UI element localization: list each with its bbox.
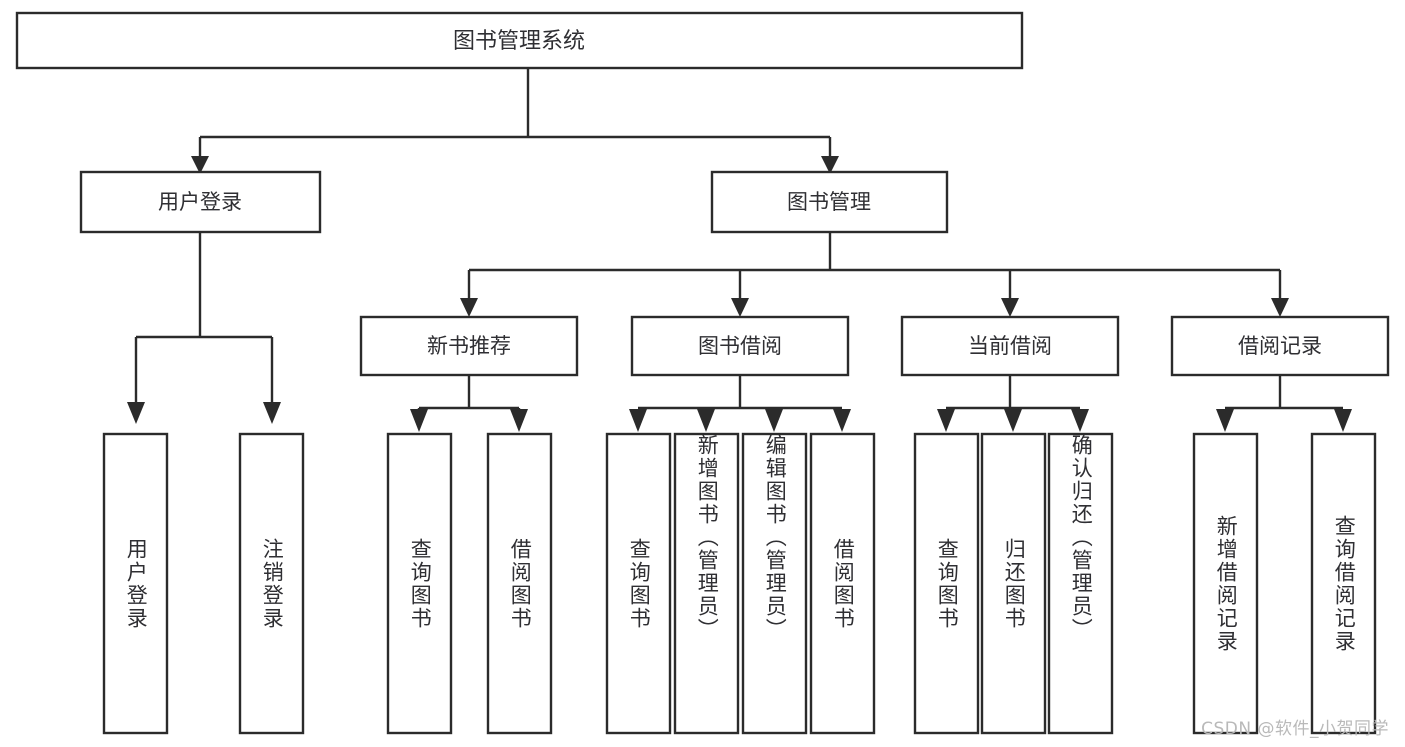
leaf-box-new-book-2[interactable] (486, 432, 553, 735)
node-root[interactable]: 图书管理系统 (15, 11, 1024, 70)
borrow-record-box[interactable] (1170, 315, 1390, 377)
connector-new-book-to-leaves (410, 375, 528, 432)
leaf-box-borrow-record-1[interactable] (1192, 432, 1259, 735)
root-label: 图书管理系统 (453, 29, 585, 54)
arrow-head-current-borrow (1001, 298, 1019, 317)
leaf-box-book-borrow-3[interactable] (741, 432, 808, 735)
arrow-head-bb-leaf-1 (629, 409, 647, 432)
book-management-label: 图书管理 (787, 190, 871, 214)
current-borrow-label: 当前借阅 (968, 334, 1052, 358)
arrow-head-cb-leaf-3 (1071, 409, 1089, 432)
arrow-head-br-leaf-1 (1216, 409, 1234, 432)
leaf-box-book-borrow-2[interactable] (673, 432, 740, 735)
connector-book-borrow-to-leaves (629, 375, 851, 432)
node-book-borrow[interactable]: 图书借阅 (630, 315, 850, 377)
arrow-head-book-mgmt (821, 156, 839, 174)
arrow-head-new-book (460, 298, 478, 317)
arrow-head-bb-leaf-2 (697, 409, 715, 432)
arrow-head-ul-leaf-2 (263, 402, 281, 424)
arrow-head-book-borrow (731, 298, 749, 317)
leaf-box-current-borrow-3[interactable] (1047, 432, 1114, 735)
current-borrow-box[interactable] (900, 315, 1120, 377)
book-management-box[interactable] (710, 170, 949, 234)
arrow-head-bb-leaf-4 (833, 409, 851, 432)
root-box[interactable] (15, 11, 1024, 70)
node-borrow-record[interactable]: 借阅记录 (1170, 315, 1390, 377)
arrow-head-bb-leaf-3 (765, 409, 783, 432)
leaf-box-new-book-1[interactable] (386, 432, 453, 735)
watermark-text: CSDN @软件_小贺同学 (1201, 719, 1389, 739)
connector-user-login-to-leaves (127, 232, 281, 424)
leaf-box-current-borrow-1[interactable] (913, 432, 980, 735)
book-borrow-label: 图书借阅 (698, 334, 782, 358)
leaf-box-current-borrow-2[interactable] (980, 432, 1047, 735)
node-current-borrow[interactable]: 当前借阅 (900, 315, 1120, 377)
new-book-recommend-label: 新书推荐 (427, 334, 511, 358)
connector-root-to-level2 (191, 68, 839, 174)
user-login-box[interactable] (79, 170, 322, 234)
arrow-head-br-leaf-2 (1334, 409, 1352, 432)
node-user-login[interactable]: 用户登录 (79, 170, 322, 234)
arrow-head-borrow-record (1271, 298, 1289, 317)
connector-book-mgmt-to-level3 (460, 232, 1289, 317)
book-borrow-box[interactable] (630, 315, 850, 377)
node-new-book-recommend[interactable]: 新书推荐 (359, 315, 579, 377)
leaf-box-book-borrow-4[interactable] (809, 432, 876, 735)
borrow-record-label: 借阅记录 (1238, 334, 1322, 358)
leaf-box-user-login-2[interactable] (238, 432, 305, 735)
new-book-recommend-box[interactable] (359, 315, 579, 377)
node-book-management[interactable]: 图书管理 (710, 170, 949, 234)
connector-borrow-record-to-leaves (1216, 375, 1352, 432)
arrow-head-nb-leaf-2 (510, 409, 528, 432)
connector-current-borrow-to-leaves (937, 375, 1089, 432)
arrow-head-nb-leaf-1 (410, 409, 428, 432)
arrow-head-cb-leaf-1 (937, 409, 955, 432)
user-login-label: 用户登录 (158, 190, 242, 214)
arrow-head-ul-leaf-1 (127, 402, 145, 424)
leaf-box-book-borrow-1[interactable] (605, 432, 672, 735)
leaf-box-user-login-1[interactable] (102, 432, 169, 735)
arrow-head-user-login (191, 156, 209, 174)
arrow-head-cb-leaf-2 (1004, 409, 1022, 432)
leaf-box-borrow-record-2[interactable] (1310, 432, 1377, 735)
